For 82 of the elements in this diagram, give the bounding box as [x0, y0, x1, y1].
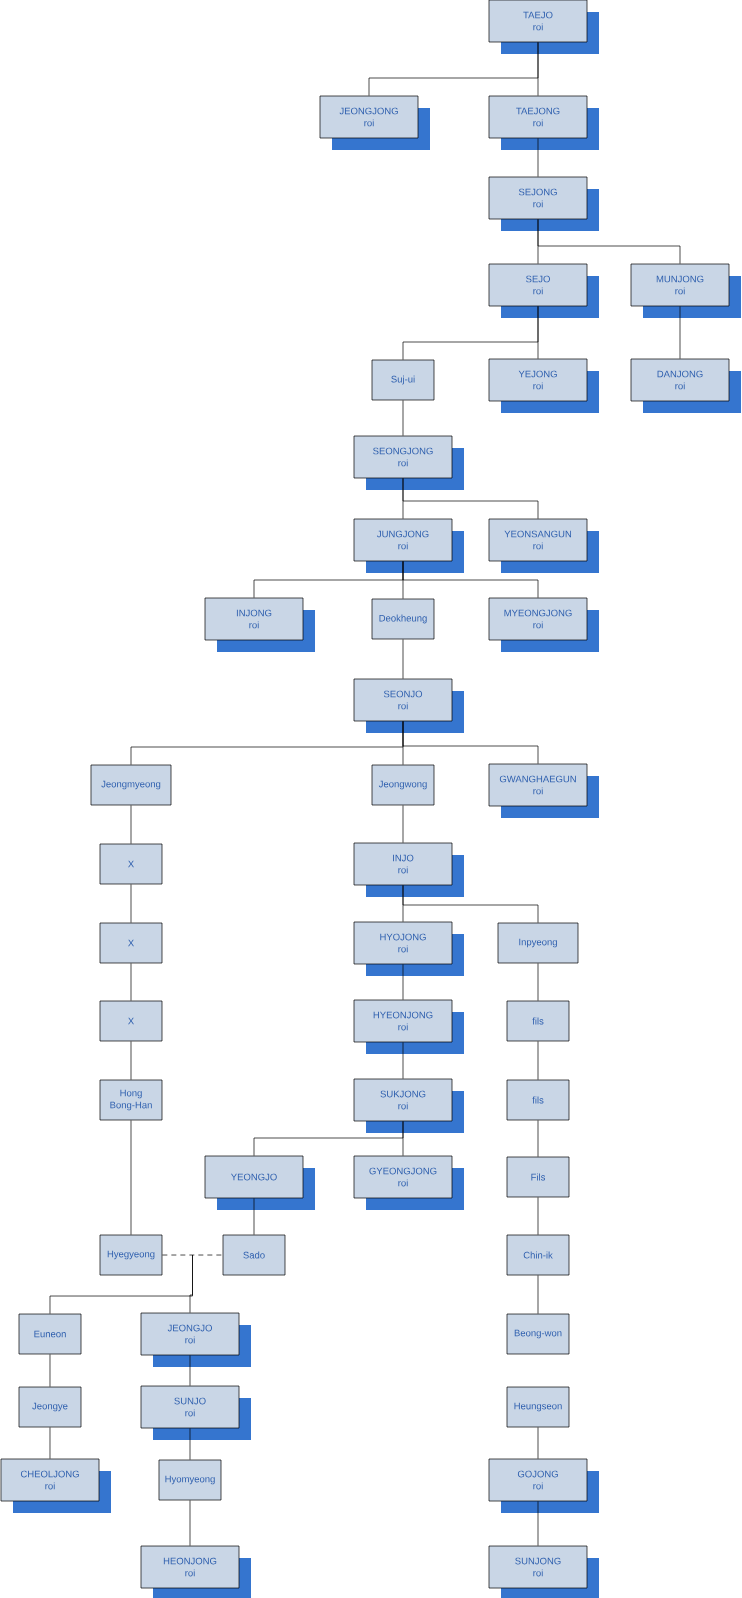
family-line	[189, 1500, 191, 1546]
family-line	[130, 1120, 132, 1235]
king-box: SUNJO roi	[140, 1385, 251, 1440]
king-box: INJO roi	[353, 842, 464, 897]
king-box: SUNJONG roi	[488, 1545, 599, 1598]
family-line	[402, 721, 539, 764]
king-box: TAEJONG roi	[488, 95, 599, 150]
person-box: fils	[506, 1079, 570, 1121]
person-box: Beong-won	[506, 1313, 570, 1355]
family-line	[189, 1355, 191, 1386]
king-box: GYEONGJONG roi	[353, 1155, 464, 1210]
family-line	[402, 561, 539, 598]
person-box: Euneon	[18, 1313, 82, 1355]
family-line	[189, 1428, 191, 1460]
king-box: DANJONG roi	[630, 358, 741, 413]
person-box: Inpyeong	[497, 922, 579, 964]
king-box: YEJONG roi	[488, 358, 599, 413]
family-line	[679, 306, 681, 359]
king-box: YEONSANGUN roi	[488, 518, 599, 573]
family-line	[402, 885, 539, 923]
person-box: Deokheung	[371, 598, 435, 640]
person-box: Jeongwong	[371, 764, 435, 806]
family-line	[402, 805, 404, 843]
king-box: JEONGJO roi	[140, 1312, 251, 1367]
family-line	[189, 1254, 193, 1313]
family-line	[402, 478, 539, 519]
family-line	[537, 1275, 539, 1314]
king-box: HYOJONG roi	[353, 921, 464, 976]
family-line	[402, 400, 404, 436]
family-line	[537, 219, 681, 264]
person-box: X	[99, 843, 163, 885]
king-box: SEJO roi	[488, 263, 599, 318]
family-line	[253, 1198, 255, 1235]
family-line	[130, 1041, 132, 1080]
person-box: Fils	[506, 1156, 570, 1198]
king-box: SEONGJONG roi	[353, 435, 464, 490]
person-box: X	[99, 1000, 163, 1042]
king-box: TAEJO roi	[488, 0, 599, 54]
king-box: MYEONGJONG roi	[488, 597, 599, 652]
marriage-line	[162, 1254, 223, 1256]
king-box: GOJONG roi	[488, 1458, 599, 1513]
family-line	[537, 1120, 539, 1157]
family-line	[402, 964, 404, 1000]
person-box: Hyomyeong	[158, 1459, 222, 1501]
king-box: HEONJONG roi	[140, 1545, 251, 1598]
family-line	[130, 963, 132, 1001]
person-box: Hong Bong-Han	[99, 1079, 163, 1121]
family-line	[537, 42, 539, 96]
family-line	[537, 1041, 539, 1080]
king-box: YEONGJO	[204, 1155, 315, 1210]
person-box: Jeongmyeong	[90, 764, 172, 806]
person-box: Jeongye	[18, 1386, 82, 1428]
king-box: MUNJONG roi	[630, 263, 741, 318]
king-box: GWANGHAEGUN roi	[488, 763, 599, 818]
king-box: SEJONG roi	[488, 176, 599, 231]
king-box: SUKJONG roi	[353, 1078, 464, 1133]
king-box: INJONG roi	[204, 597, 315, 652]
king-box: SEONJO roi	[353, 678, 464, 733]
family-line	[130, 805, 132, 844]
king-box: JUNGJONG roi	[353, 518, 464, 573]
king-box: CHEOLJONG roi	[0, 1458, 111, 1513]
family-line	[130, 884, 132, 923]
family-line	[537, 1197, 539, 1235]
king-box: HYEONJONG roi	[353, 999, 464, 1054]
family-line	[537, 1427, 539, 1459]
family-line	[402, 1121, 404, 1156]
person-box: Hyegyeong	[99, 1234, 163, 1276]
family-line	[402, 1042, 404, 1079]
family-line	[537, 1501, 539, 1546]
person-box: Sado	[222, 1234, 286, 1276]
family-line	[537, 963, 539, 1001]
person-box: fils	[506, 1000, 570, 1042]
person-box: X	[99, 922, 163, 964]
king-box: JEONGJONG roi	[319, 95, 430, 150]
family-line	[537, 306, 539, 359]
family-line	[49, 1354, 51, 1387]
person-box: Suj-ui	[371, 359, 435, 401]
family-line	[402, 639, 404, 679]
person-box: Chin-ik	[506, 1234, 570, 1276]
family-line	[537, 138, 539, 177]
family-line	[49, 1427, 51, 1459]
person-box: Heungseon	[506, 1386, 570, 1428]
